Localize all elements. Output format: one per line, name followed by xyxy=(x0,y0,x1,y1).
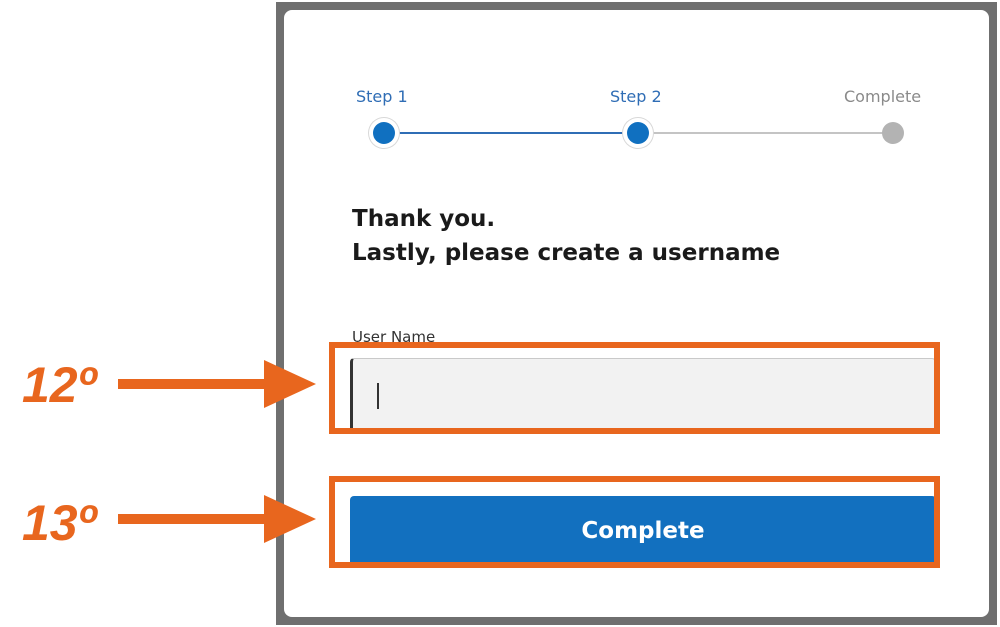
step-1-dot xyxy=(373,122,395,144)
step-2-dot xyxy=(627,122,649,144)
step-1-label: Step 1 xyxy=(356,87,408,106)
step-2-label: Step 2 xyxy=(610,87,662,106)
arrow-13-head xyxy=(264,495,316,543)
heading-line-2: Lastly, please create a username xyxy=(352,240,781,266)
username-label: User Name xyxy=(352,328,436,346)
heading-line-1: Thank you. xyxy=(352,206,496,232)
username-input[interactable] xyxy=(350,358,936,434)
step-complete-label: Complete xyxy=(844,87,922,106)
arrow-12-shaft xyxy=(118,379,268,389)
dialog-frame: Step 1 Step 2 Complete Thank you. Lastly… xyxy=(276,2,997,625)
step-track-pending xyxy=(638,132,892,134)
highlight-username-input xyxy=(329,342,940,434)
complete-button[interactable]: Complete xyxy=(350,496,936,566)
annotation-13: 13º xyxy=(22,495,96,551)
annotation-12: 12º xyxy=(22,357,96,413)
page-heading: Thank you. Lastly, please create a usern… xyxy=(352,202,780,270)
step-complete-dot xyxy=(882,122,904,144)
dialog: Step 1 Step 2 Complete Thank you. Lastly… xyxy=(284,10,989,617)
arrow-12-head xyxy=(264,360,316,408)
step-track-completed xyxy=(384,132,638,134)
arrow-13-shaft xyxy=(118,514,268,524)
text-caret xyxy=(377,383,379,409)
highlight-complete-button xyxy=(329,476,940,568)
